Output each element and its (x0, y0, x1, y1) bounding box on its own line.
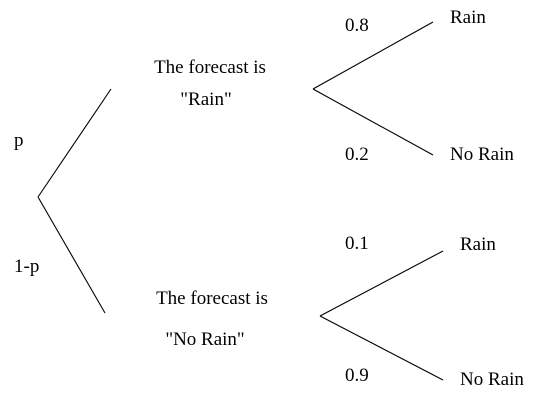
branch-root-to-norain-forecast (37, 196, 106, 314)
branch-norain-forecast-to-rain (319, 250, 444, 317)
branch-root-to-rain-forecast (37, 88, 112, 198)
prob-label-rain-given-norain: 0.1 (345, 233, 369, 254)
node-rain-forecast-line2: "Rain" (180, 89, 232, 110)
outcome-norain-lower: No Rain (460, 369, 524, 390)
outcome-rain-lower: Rain (460, 234, 496, 255)
node-norain-forecast-line1: The forecast is (156, 288, 268, 309)
outcome-norain-upper: No Rain (450, 144, 514, 165)
prob-label-norain-given-rain: 0.2 (345, 144, 369, 165)
branch-rain-forecast-to-norain (312, 88, 434, 156)
prob-label-rain-given-rain: 0.8 (345, 15, 369, 36)
prob-label-1-minus-p: 1-p (14, 256, 40, 277)
node-norain-forecast-line2: "No Rain" (165, 329, 245, 350)
node-rain-forecast-line1: The forecast is (154, 57, 266, 78)
branch-rain-forecast-to-rain (312, 21, 434, 90)
prob-label-norain-given-norain: 0.9 (345, 365, 369, 386)
prob-label-p: p (14, 130, 24, 151)
outcome-rain-upper: Rain (450, 7, 486, 28)
branch-norain-forecast-to-norain (319, 315, 444, 381)
